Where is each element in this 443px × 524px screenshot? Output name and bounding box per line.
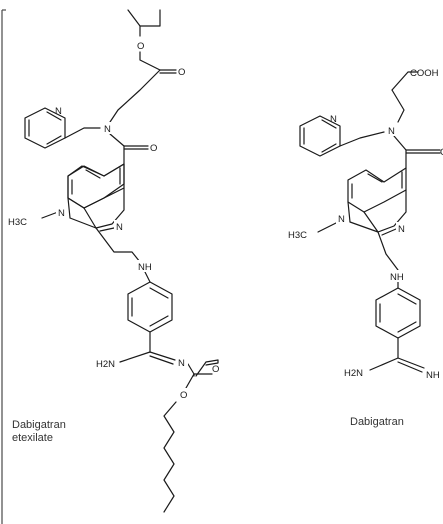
methyl-bond-right [317, 221, 339, 233]
imidazole-ring-left [67, 187, 125, 229]
ester-carbonyl-bond [159, 69, 177, 74]
carbonyl-o-label: O [178, 67, 185, 78]
amide-o-label-left: O [150, 143, 157, 154]
benzo-ring-right [347, 167, 407, 213]
propanoate-chain [109, 69, 161, 123]
phenyl-inner-bonds-left [131, 287, 169, 327]
amidine-nh2-label-right: H2N [344, 368, 363, 379]
benzo-ring-left [67, 163, 125, 209]
amine-n-bg-left [102, 122, 114, 134]
phenyl-ring-right [375, 287, 421, 339]
acid-to-n-right [391, 89, 405, 123]
amine-n-bg-right [386, 124, 398, 136]
benzo-ring-left-skeleton [67, 145, 125, 209]
pyridine-inner-bonds-left [28, 111, 62, 145]
imidazole-n1-label-left: N [58, 208, 65, 219]
amine-n-label-left: N [104, 124, 111, 135]
amide-co-bond-left [123, 145, 149, 150]
amidine-nh2-label-left: H2N [96, 359, 115, 370]
nh-bg-left [136, 260, 156, 272]
methyl-label-left: H3C [8, 217, 27, 228]
amidine-nh2-bond-right [369, 357, 399, 371]
imidazole-n1-bg-right [336, 212, 348, 224]
ester-o-label: O [137, 41, 144, 52]
amide-o-label-right: O [440, 147, 443, 158]
dabigatran-etexilate-structure: O O N N O H3C N N NH H2N N O O D [8, 9, 219, 513]
amidine-nh-label-right: NH [426, 370, 440, 381]
ethyl-chain [127, 9, 161, 27]
amine-n-label-right: N [388, 126, 395, 137]
acid-label-right: COOH [410, 68, 439, 79]
pyridine-to-n-right [339, 131, 385, 147]
imidazole-n1-c2-right [349, 221, 379, 233]
pyridine-inner-bonds-right [303, 119, 337, 153]
acid-chain-right [391, 71, 419, 91]
pyridine-n-label-right: N [330, 114, 337, 125]
imidazole-n3-bg-left [114, 220, 126, 232]
methyl-label-right: H3C [288, 230, 307, 241]
phenyl-inner-bonds-right [379, 293, 417, 333]
right-caption: Dabigatran [350, 416, 404, 428]
pyridine-n-label-left: N [55, 106, 62, 117]
amidine-n-label-left: N [178, 358, 185, 369]
hexyl-chain-left [163, 401, 177, 513]
ch2-linker-right [377, 231, 399, 271]
dabigatran-structure: COOH N N O H3C N N NH H2N NH Dabigatran [288, 68, 443, 428]
nh-bg-right [388, 270, 408, 282]
benzo-inner-bonds-left [71, 167, 121, 195]
nh-to-phenyl-left [144, 271, 151, 283]
imidazole-double-left [99, 227, 115, 232]
imidazole-n3-label-right: N [398, 224, 405, 235]
imidazole-n1-bg-left [56, 206, 68, 218]
phenyl-ring-left [127, 281, 173, 333]
amidine-cn-double-left [149, 351, 176, 365]
ester-o-bg [134, 39, 146, 51]
amidine-cn-double-right [397, 357, 425, 373]
left-caption-line1: Dabigatran [12, 419, 66, 431]
n-to-carbamate-c-left [187, 363, 213, 375]
nh-label-left: NH [138, 262, 152, 273]
carbamate-o-label-left: O [212, 364, 219, 375]
left-caption-line2: etexilate [12, 432, 53, 444]
benzo-inner-bonds-right [351, 171, 403, 199]
imidazole-n3-bg-right [396, 222, 408, 234]
n-to-amide-c-left [109, 133, 125, 147]
amidine-nh2-bond-left [119, 351, 151, 363]
imidazole-double-right [381, 228, 397, 236]
carbamate-o2-label-left: O [180, 390, 187, 401]
pyridine-to-n-left [64, 127, 101, 139]
imidazole-n1-c2-left [69, 217, 97, 229]
nh-label-right: NH [390, 272, 404, 283]
imidazole-n3-label-left: N [116, 222, 123, 233]
amide-co-bond-right [405, 149, 441, 154]
carbamate-o2-bg-left [178, 388, 190, 400]
o-to-carbonyl [139, 51, 161, 71]
n-to-amide-c-right [393, 135, 407, 151]
amidine-n-bg-left [176, 356, 188, 368]
imidazole-ring-right [347, 189, 407, 233]
carbamate-to-o-left [185, 373, 195, 389]
imidazole-n1-label-right: N [338, 214, 345, 225]
ch2-linker-left [95, 227, 141, 263]
methyl-bond-left [41, 211, 59, 219]
